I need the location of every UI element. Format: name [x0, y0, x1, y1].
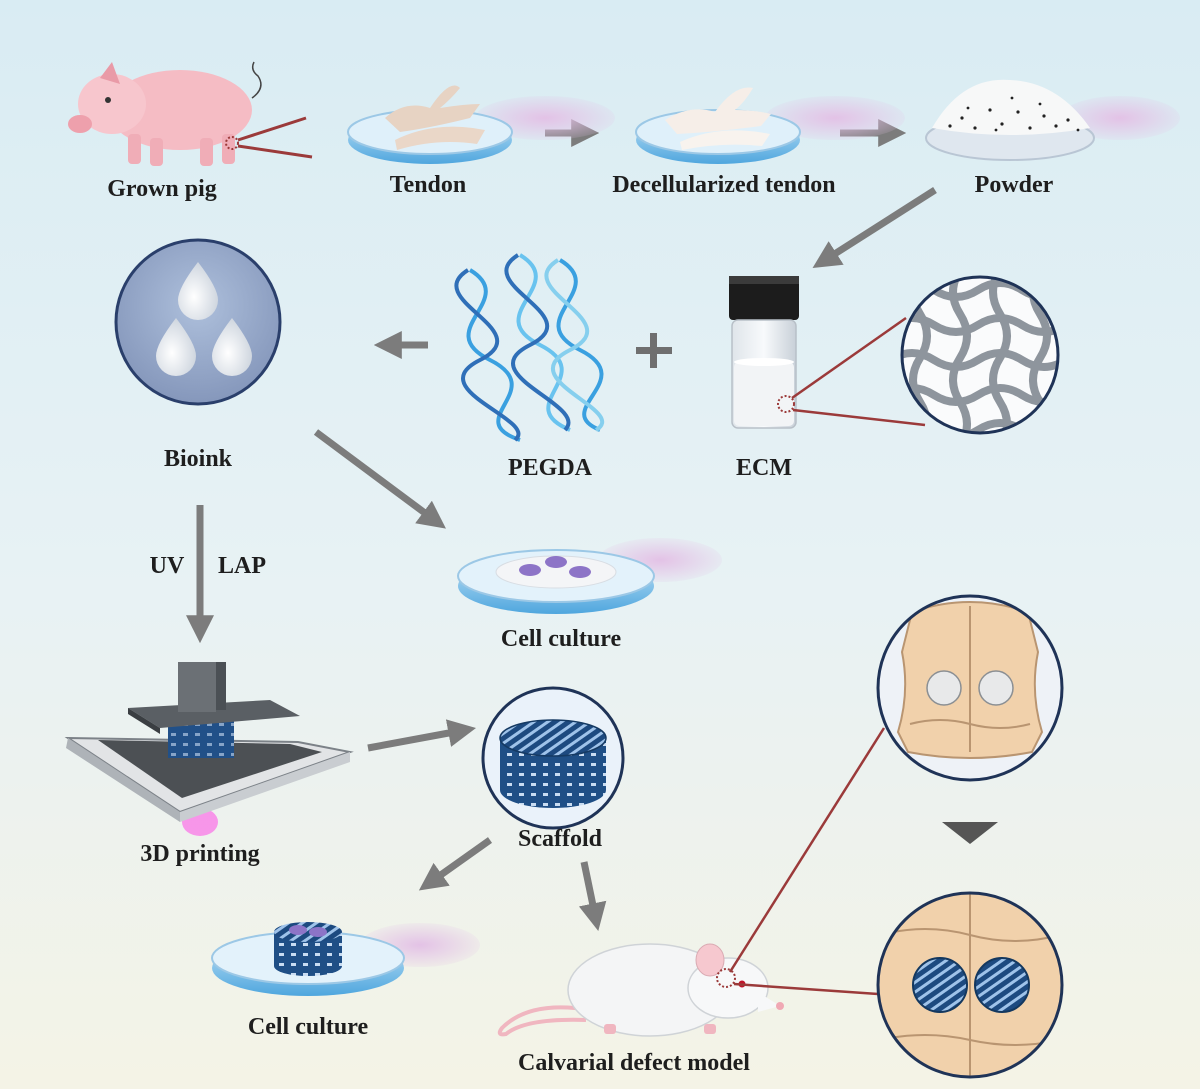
- bioink-circle: [114, 238, 282, 406]
- label-cell-culture-top: Cell culture: [500, 626, 622, 652]
- label-cell-culture-bottom: Cell culture: [247, 1014, 369, 1040]
- label-uv: UV: [149, 553, 185, 579]
- petri-dish-icon: [211, 922, 480, 996]
- skull-icon: [876, 594, 1064, 782]
- label-lap: LAP: [218, 553, 266, 579]
- droplet-icon: [178, 262, 218, 320]
- petri-dish-icon: [457, 538, 722, 614]
- down-triangle-icon: [942, 822, 998, 844]
- label-scaffold: Scaffold: [518, 826, 602, 852]
- label-grown-pig: Grown pig: [107, 176, 217, 202]
- vial-icon: [729, 276, 926, 429]
- powder-dish-icon: [925, 79, 1180, 161]
- arrow-scaffold-to-rat: [578, 861, 607, 931]
- arrow-printing-to-scaffold: [367, 719, 477, 752]
- scaffold-icon: [481, 686, 625, 830]
- mesh-icon: [900, 275, 1060, 435]
- printer-icon: [64, 662, 354, 836]
- petri-dish-icon: [347, 85, 615, 164]
- label-calvarial-defect-model: Calvarial defect model: [518, 1050, 750, 1076]
- rat-icon: [497, 727, 886, 1037]
- label-3d-printing: 3D printing: [140, 841, 260, 867]
- arrow-bioink-to-culture: [313, 429, 446, 529]
- arrows: [186, 119, 937, 931]
- droplet-icon: [212, 318, 252, 376]
- droplet-icon: [156, 318, 196, 376]
- arrow-scaffold-to-culture: [418, 837, 493, 891]
- label-powder: Powder: [974, 172, 1054, 198]
- skull-icon: [876, 891, 1064, 1079]
- pig-icon: [68, 61, 313, 166]
- plus-icon: [636, 333, 672, 368]
- petri-dish-icon: [635, 87, 905, 164]
- label-ecm: ECM: [736, 455, 792, 481]
- label-tendon: Tendon: [389, 172, 467, 198]
- helix-icon: [454, 253, 605, 442]
- arrow-powder-to-ecm: [812, 187, 937, 269]
- label-bioink: Bioink: [163, 446, 233, 472]
- label-pegda: PEGDA: [508, 455, 592, 481]
- label-decellularized-tendon: Decellularized tendon: [612, 172, 836, 198]
